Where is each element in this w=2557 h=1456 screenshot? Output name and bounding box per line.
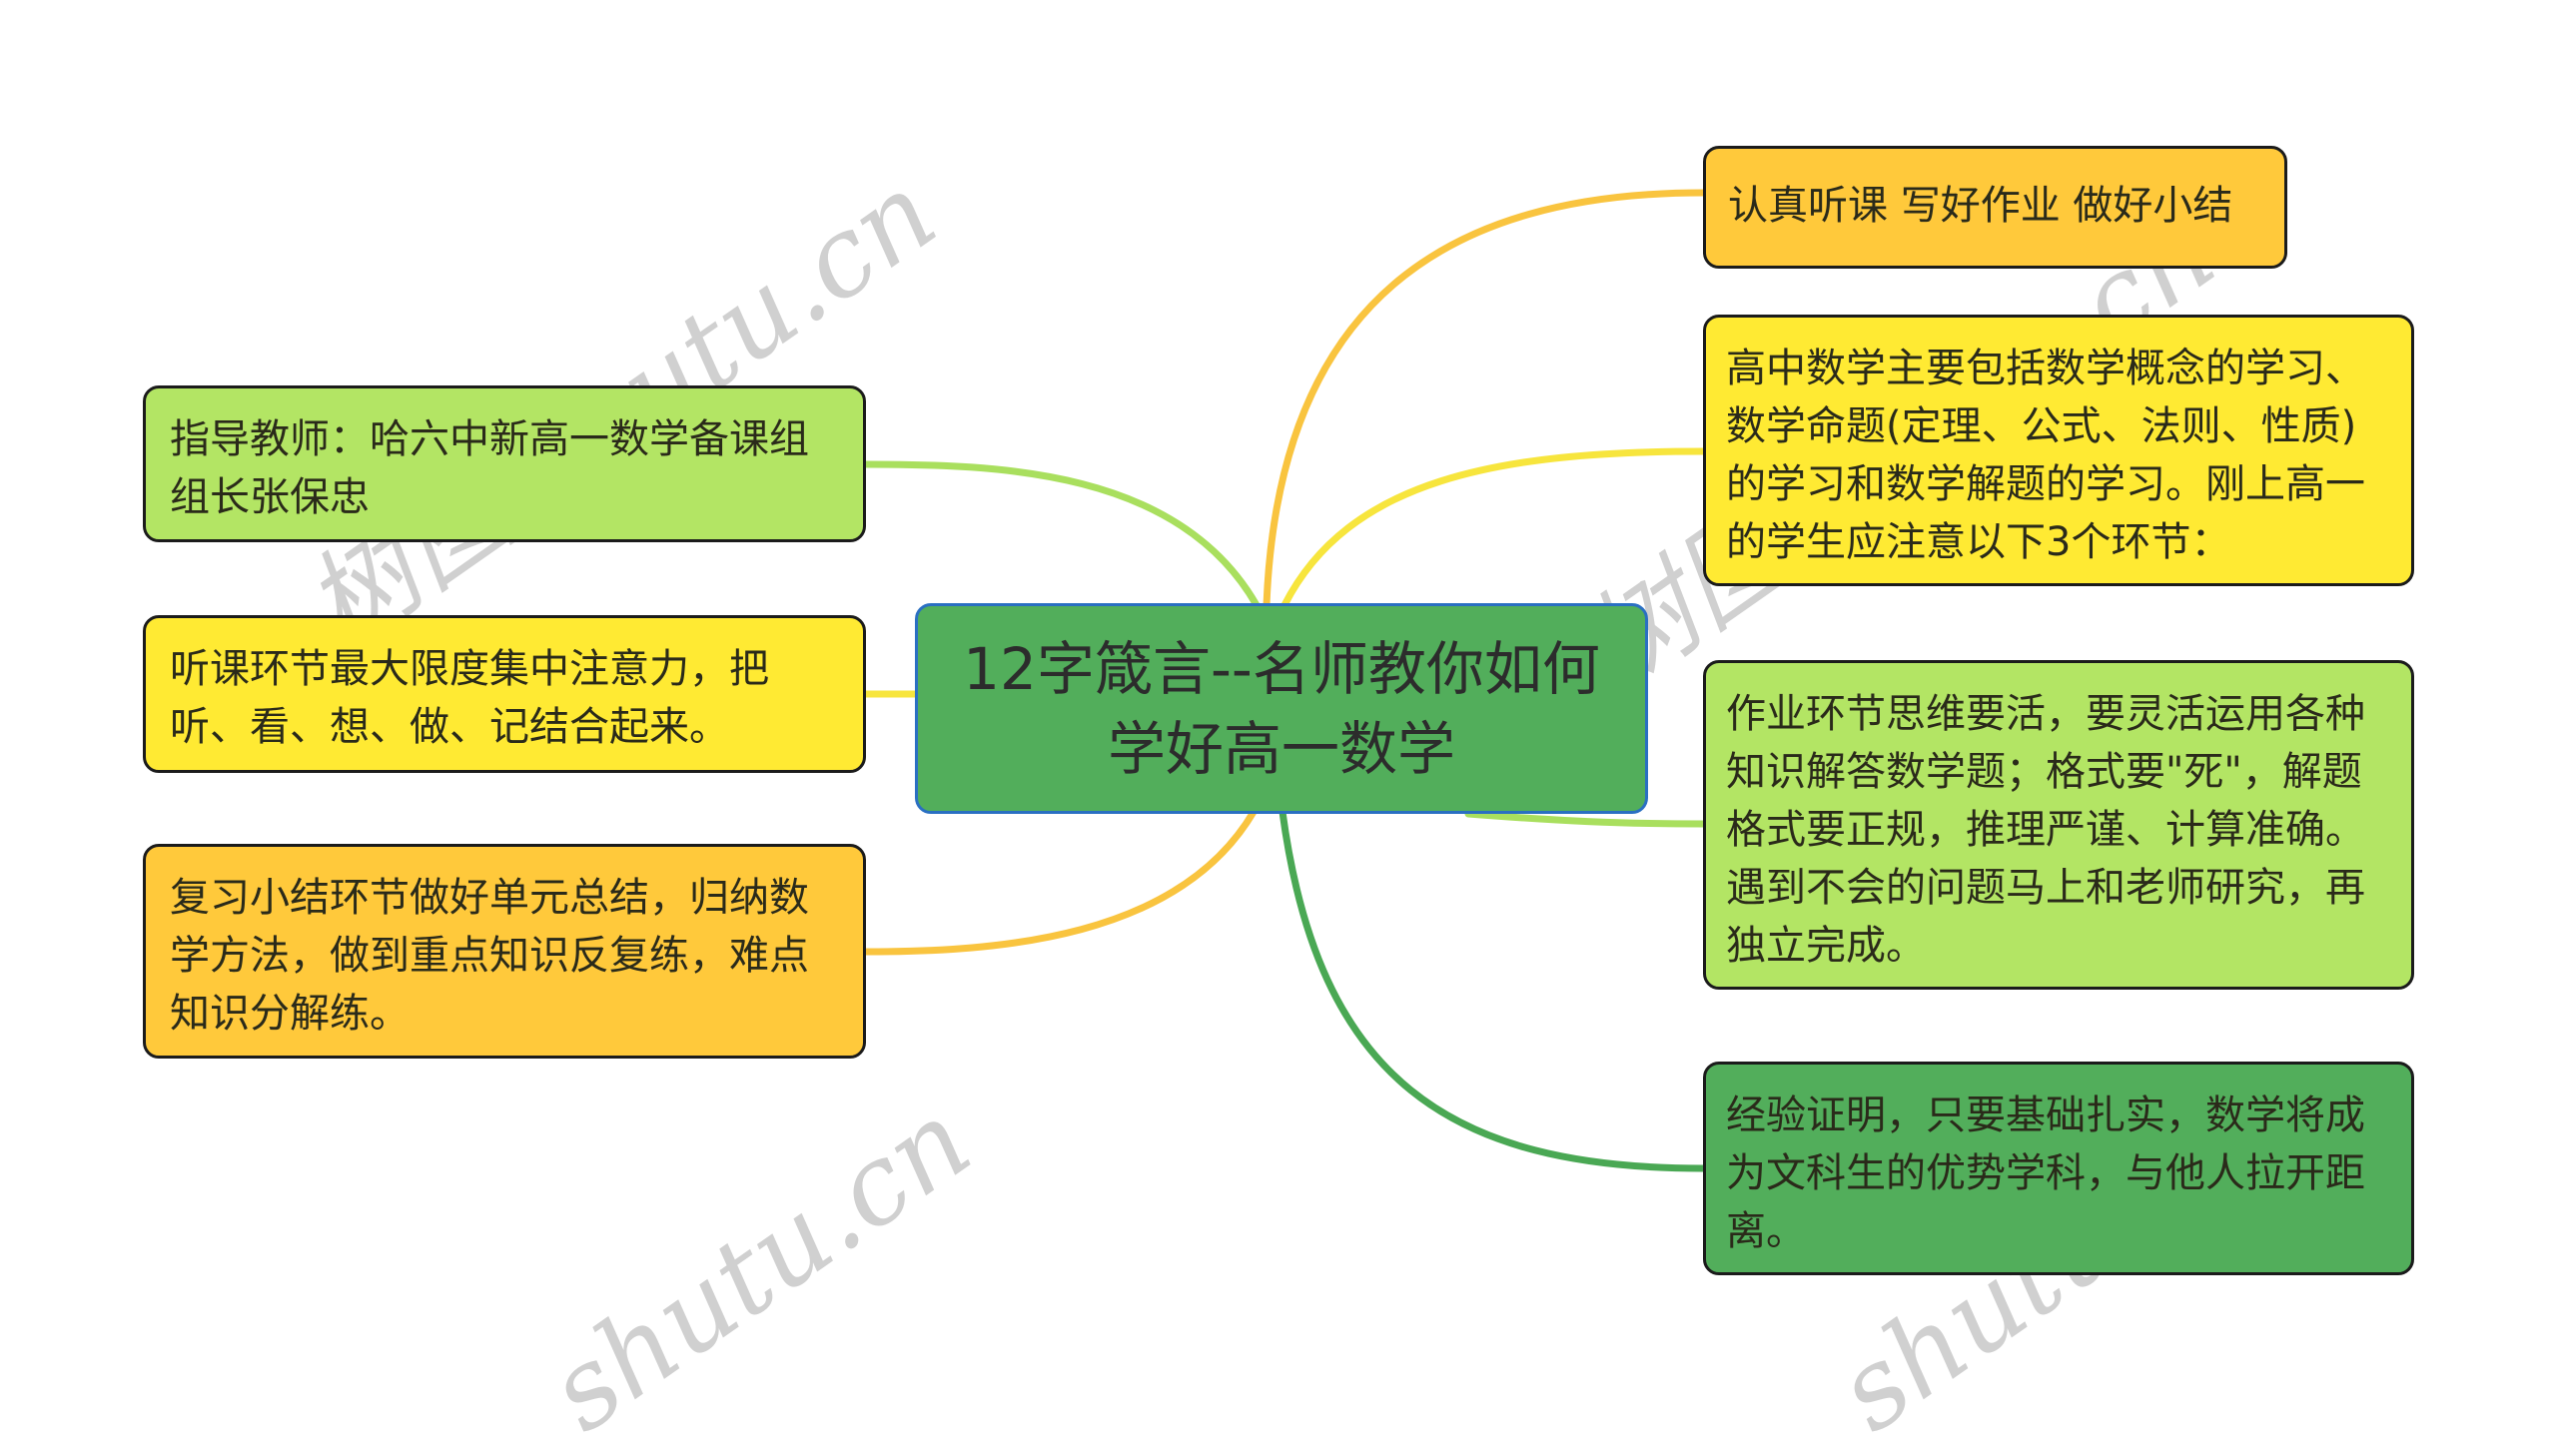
topic-text: 认真听课 写好作业 做好小结 — [1728, 183, 2233, 229]
connector-right-3 — [1464, 810, 1707, 828]
topic-text: 作业环节思维要活，要灵活运用各种知识解答数学题；格式要"死"，解题格式要正规，推… — [1726, 691, 2365, 969]
topic-text: 复习小结环节做好单元总结，归纳数学方法，做到重点知识反复练，难点知识分解练。 — [170, 875, 809, 1037]
topic-homework[interactable]: 作业环节思维要活，要灵活运用各种知识解答数学题；格式要"死"，解题格式要正规，推… — [1703, 660, 2414, 990]
topic-text: 经验证明，只要基础扎实，数学将成为文科生的优势学科，与他人拉开距离。 — [1726, 1092, 2365, 1254]
connector-layer — [862, 189, 1707, 1172]
connector-left-1 — [862, 460, 1261, 609]
connector-right-2 — [1280, 447, 1707, 609]
root-topic[interactable]: 12字箴言--名师教你如何学好高一数学 — [915, 603, 1648, 814]
topic-text: 听课环节最大限度集中注意力，把听、看、想、做、记结合起来。 — [170, 646, 769, 750]
topic-instructor[interactable]: 指导教师：哈六中新高一数学备课组组长张保忠 — [143, 385, 866, 542]
topic-experience[interactable]: 经验证明，只要基础扎实，数学将成为文科生的优势学科，与他人拉开距离。 — [1703, 1062, 2414, 1275]
topic-math-overview[interactable]: 高中数学主要包括数学概念的学习、数学命题(定理、公式、法则、性质)的学习和数学解… — [1703, 315, 2414, 586]
root-topic-text: 12字箴言--名师教你如何学好高一数学 — [963, 634, 1600, 783]
connector-right-1 — [1263, 189, 1707, 609]
topic-twelve-words[interactable]: 认真听课 写好作业 做好小结 — [1703, 146, 2287, 269]
topic-text: 高中数学主要包括数学概念的学习、数学命题(定理、公式、法则、性质)的学习和数学解… — [1726, 346, 2365, 565]
topic-review[interactable]: 复习小结环节做好单元总结，归纳数学方法，做到重点知识反复练，难点知识分解练。 — [143, 844, 866, 1059]
topic-listening[interactable]: 听课环节最大限度集中注意力，把听、看、想、做、记结合起来。 — [143, 615, 866, 773]
connector-right-4 — [1278, 808, 1707, 1172]
connector-left-3 — [862, 808, 1258, 956]
topic-text: 指导教师：哈六中新高一数学备课组组长张保忠 — [170, 416, 809, 520]
mind-map-canvas: 树图 shutu.cn 树图 shutu.cn shutu.cn shutu.c… — [143, 146, 2414, 1456]
